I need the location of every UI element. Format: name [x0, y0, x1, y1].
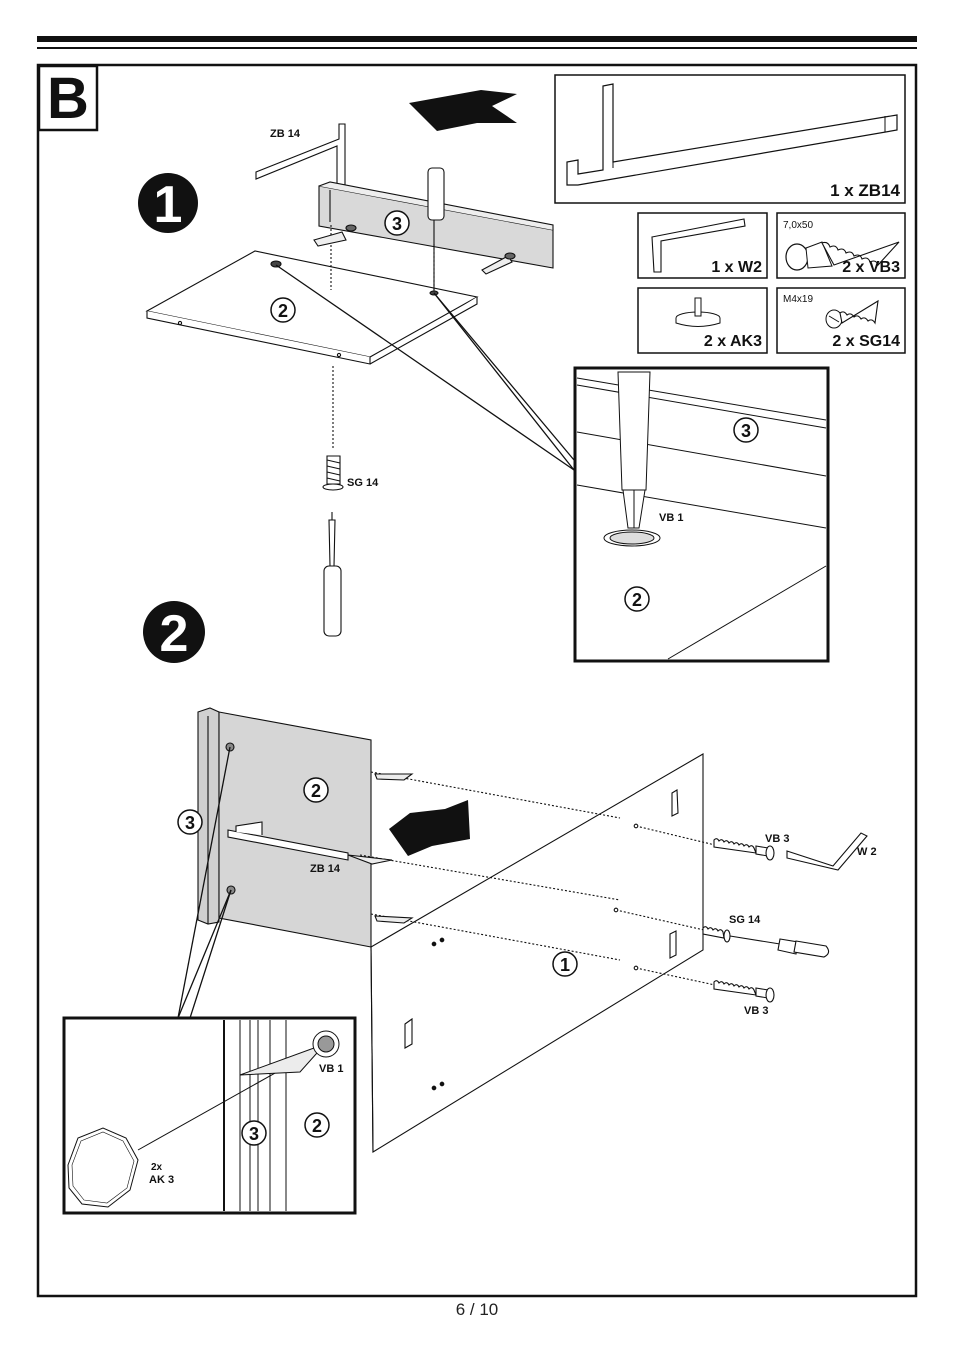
- part-num-2-panel: 2: [303, 777, 329, 803]
- callout-ak3-count: 2x: [151, 1162, 163, 1173]
- vb3-size: 7,0x50: [783, 220, 813, 231]
- svg-text:2: 2: [278, 301, 288, 321]
- part-num-3-detail: 3: [741, 421, 751, 441]
- header-rule-thin: [37, 47, 917, 49]
- callout-sg14-bottom: SG 14: [729, 914, 761, 926]
- part-num-3-detail2: 3: [249, 1124, 259, 1144]
- step-1-number: 1: [154, 176, 183, 234]
- part-box-vb3: 7,0x50 2 x VB3: [776, 212, 906, 279]
- step-2-badge: 2: [143, 601, 205, 663]
- callout-w2: W 2: [857, 846, 877, 858]
- part-box-w2: 1 x W2: [637, 212, 768, 279]
- part-box-ak3: 2 x AK3: [637, 287, 768, 354]
- callout-zb14-top: ZB 14: [270, 128, 301, 140]
- callout-ak3-label: AK 3: [149, 1174, 174, 1186]
- direction-arrow-step2: [389, 800, 470, 856]
- part-num-2-detail2: 2: [312, 1116, 322, 1136]
- part-box-sg14: M4x19 2 x SG14: [776, 287, 906, 354]
- svg-text:3: 3: [392, 214, 402, 234]
- part-num-2-top: 2: [270, 297, 296, 323]
- callout-vb3-lower: VB 3: [744, 1005, 768, 1017]
- part-num-3-top: 3: [384, 210, 410, 236]
- svg-text:3: 3: [185, 813, 195, 833]
- callout-zb14-bottom: ZB 14: [310, 863, 341, 875]
- callout-sg14-top: SG 14: [347, 477, 379, 489]
- part-box-zb14: 1 x ZB14: [554, 74, 906, 204]
- part-num-3-side: 3: [177, 809, 203, 835]
- sg14-size: M4x19: [783, 294, 813, 305]
- callout-vb1-detail: VB 1: [659, 512, 683, 524]
- zb14-qty: 1 x ZB14: [830, 181, 900, 200]
- step2-drawing: [177, 707, 868, 1153]
- vb3-qty: 2 x VB3: [842, 259, 900, 276]
- part-num-2-detail: 2: [632, 590, 642, 610]
- main-frame: [36, 63, 918, 1298]
- ak3-qty: 2 x AK3: [704, 333, 762, 350]
- detail-box-vb1: VB 1 3 2: [573, 366, 830, 663]
- callout-vb1-detail2: VB 1: [319, 1063, 343, 1075]
- svg-text:2: 2: [311, 781, 321, 801]
- direction-arrow-top: [409, 90, 517, 131]
- page-number: 6 / 10: [455, 1300, 499, 1319]
- step-2-number: 2: [160, 605, 189, 663]
- section-letter-box: B: [37, 64, 99, 132]
- step-1-badge: 1: [138, 173, 198, 234]
- sg14-qty: 2 x SG14: [832, 333, 900, 350]
- callout-vb3-upper: VB 3: [765, 833, 789, 845]
- section-letter: B: [47, 66, 89, 131]
- svg-text:1: 1: [560, 955, 570, 975]
- detail-box-ak3: VB 1 2x AK 3 3 2: [62, 1016, 357, 1215]
- w2-qty: 1 x W2: [711, 259, 762, 276]
- header-rule-thick: [37, 36, 917, 42]
- part-num-1-front: 1: [552, 951, 578, 977]
- step1-drawing: [145, 123, 575, 637]
